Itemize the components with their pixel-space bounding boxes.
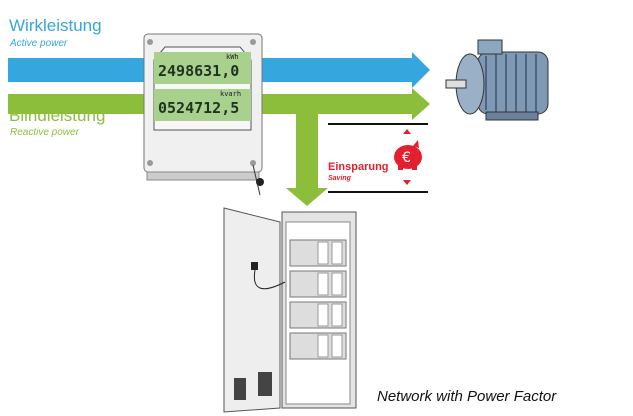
svg-text:€: € (402, 150, 411, 166)
reactive-power-subtitle: Reactive power (10, 127, 79, 138)
meter-value-kvarh: 0524712,5 (158, 99, 240, 117)
piggy-bank-euro-icon: € (394, 129, 422, 185)
electric-motor (445, 39, 549, 121)
capacitor-cabinet (223, 207, 357, 413)
meter-unit-kwh: kWh (226, 53, 239, 61)
energy-meter (143, 33, 264, 196)
active-power-subtitle: Active power (10, 38, 68, 49)
caption: Network with Power Factor (377, 388, 557, 405)
meter-value-kwh: 2498631,0 (158, 62, 240, 80)
saving-subtitle: Saving (328, 175, 351, 182)
meter-unit-kvarh: kvarh (220, 90, 242, 98)
reactive-power-title: Blindleistung (9, 106, 106, 125)
active-power-title: Wirkleistung (9, 16, 102, 35)
saving-title: Einsparung (328, 161, 389, 173)
